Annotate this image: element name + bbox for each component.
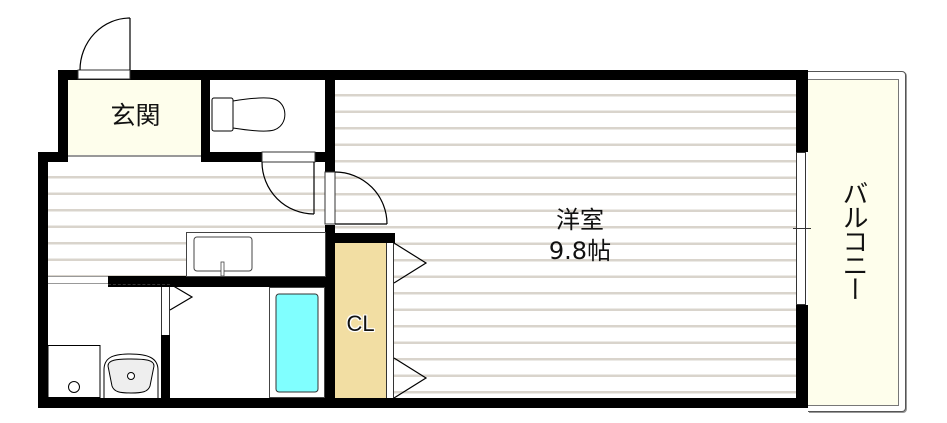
wall-closet-top (325, 233, 395, 243)
closet-label: CL (346, 311, 375, 336)
western-room-floor (335, 80, 796, 398)
wall-right-lower (796, 305, 808, 408)
wall-bottom (38, 398, 808, 408)
western-room-label: 洋室 (556, 206, 604, 234)
wall-top-main (325, 70, 808, 80)
entrance-label: 玄関 (110, 101, 161, 130)
front-door-icon[interactable] (77, 17, 134, 80)
balcony-label: バルコニー (838, 180, 868, 300)
wall-entry-toilet (201, 80, 210, 162)
washing-machine-icon (47, 345, 101, 398)
wash-top-dashed (108, 284, 170, 285)
bathtub-icon (269, 287, 325, 398)
closet-door-track (386, 243, 394, 398)
wall-wash-bath (161, 335, 170, 398)
wall-left-entry (58, 70, 68, 162)
kitchen-sink-icon (186, 232, 326, 277)
wall-wash-top (108, 276, 335, 287)
room-door-icon[interactable] (324, 171, 389, 228)
closet-floor (335, 243, 386, 398)
wash-basin-icon (103, 353, 159, 398)
balcony-floor (808, 79, 899, 406)
window-mark (793, 228, 811, 229)
toilet-icon (211, 97, 286, 132)
bathroom-door-icon[interactable] (169, 283, 196, 314)
wall-step (38, 152, 68, 162)
wall-toilet-bottom (201, 152, 262, 162)
wall-left-lower (38, 152, 48, 408)
entry-step-line (68, 155, 201, 157)
wall-right-upper (796, 70, 808, 152)
balcony (808, 71, 906, 412)
wash-bath-partition-door[interactable] (161, 287, 170, 335)
closet-door-lower-icon[interactable] (393, 357, 430, 399)
wall-center-lower (325, 225, 335, 408)
western-room-size: 9.8帖 (548, 237, 612, 265)
toilet-door-icon[interactable] (261, 151, 316, 215)
closet-door-upper-icon[interactable] (393, 242, 430, 284)
wall-top-entry (58, 70, 335, 80)
wall-center-upper (325, 70, 335, 173)
wash-top-thin (48, 276, 108, 284)
entrance-floor (68, 80, 203, 155)
